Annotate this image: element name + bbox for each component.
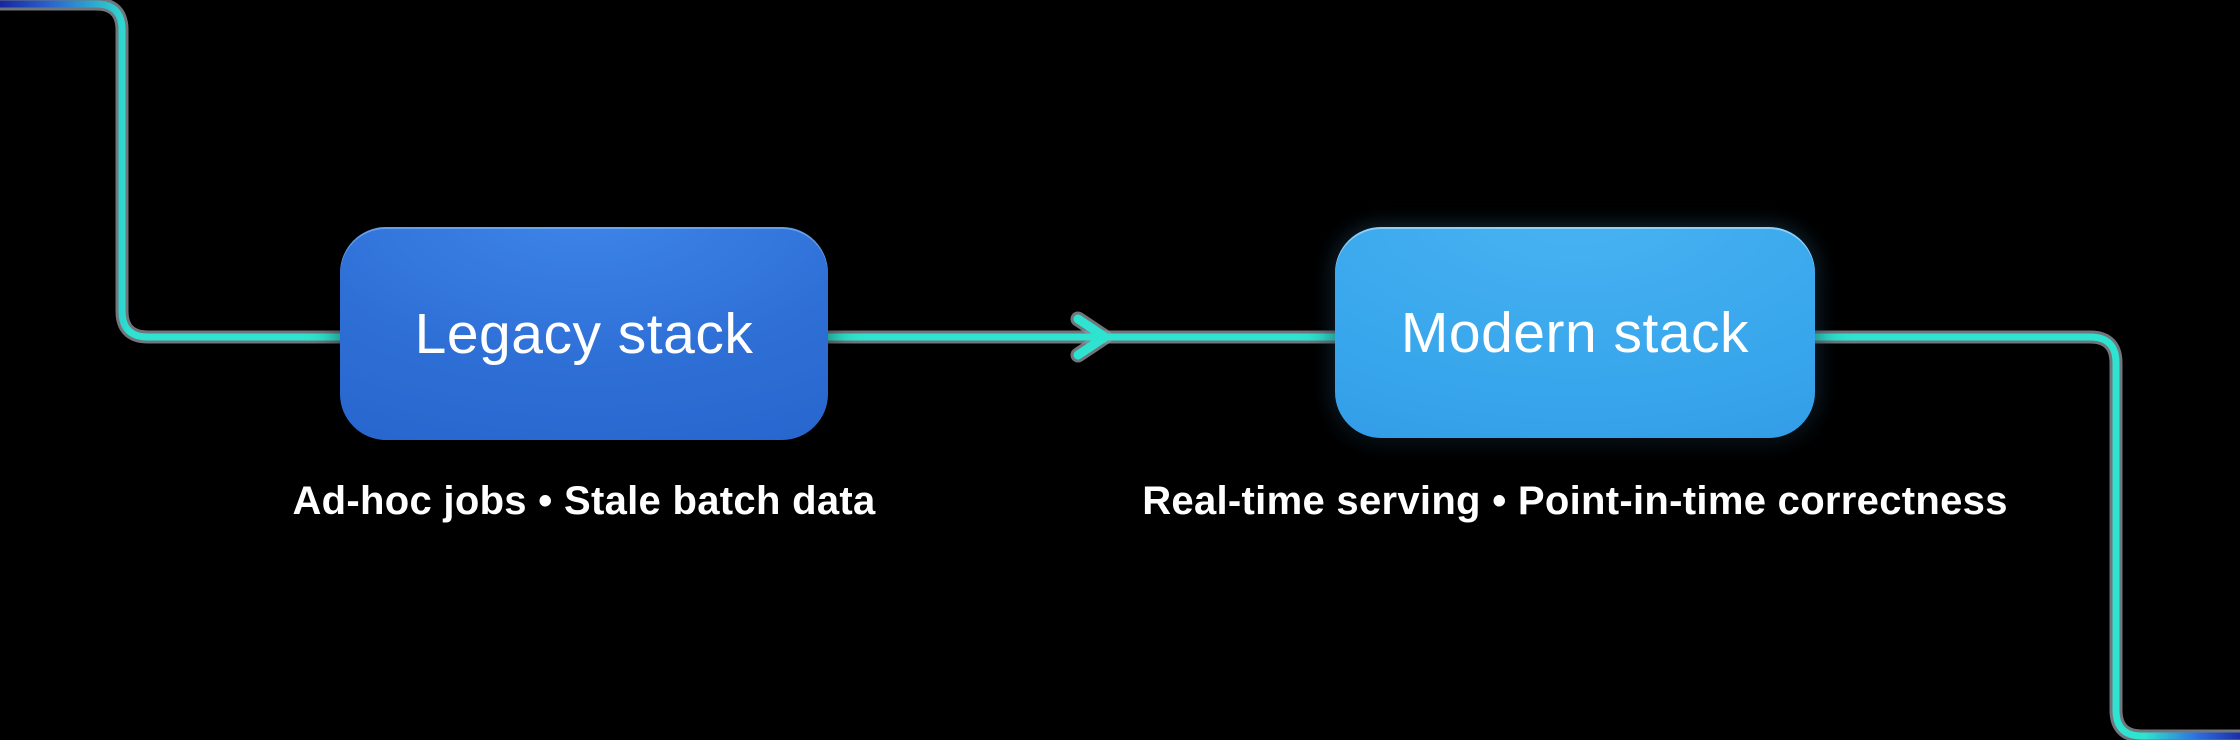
legacy-stack-label: Legacy stack xyxy=(414,301,754,366)
connector-main-segment xyxy=(148,333,2150,740)
chevron-right-icon xyxy=(1073,314,1110,360)
connector-start-segment xyxy=(0,0,149,341)
modern-stack-caption: Real-time serving • Point-in-time correc… xyxy=(1142,479,2008,523)
legacy-stack-caption: Ad-hoc jobs • Stale batch data xyxy=(292,479,876,523)
legacy-stack-node: Legacy stack xyxy=(340,227,828,440)
modern-stack-node: Modern stack xyxy=(1335,227,1815,438)
modern-stack-label: Modern stack xyxy=(1400,300,1750,365)
